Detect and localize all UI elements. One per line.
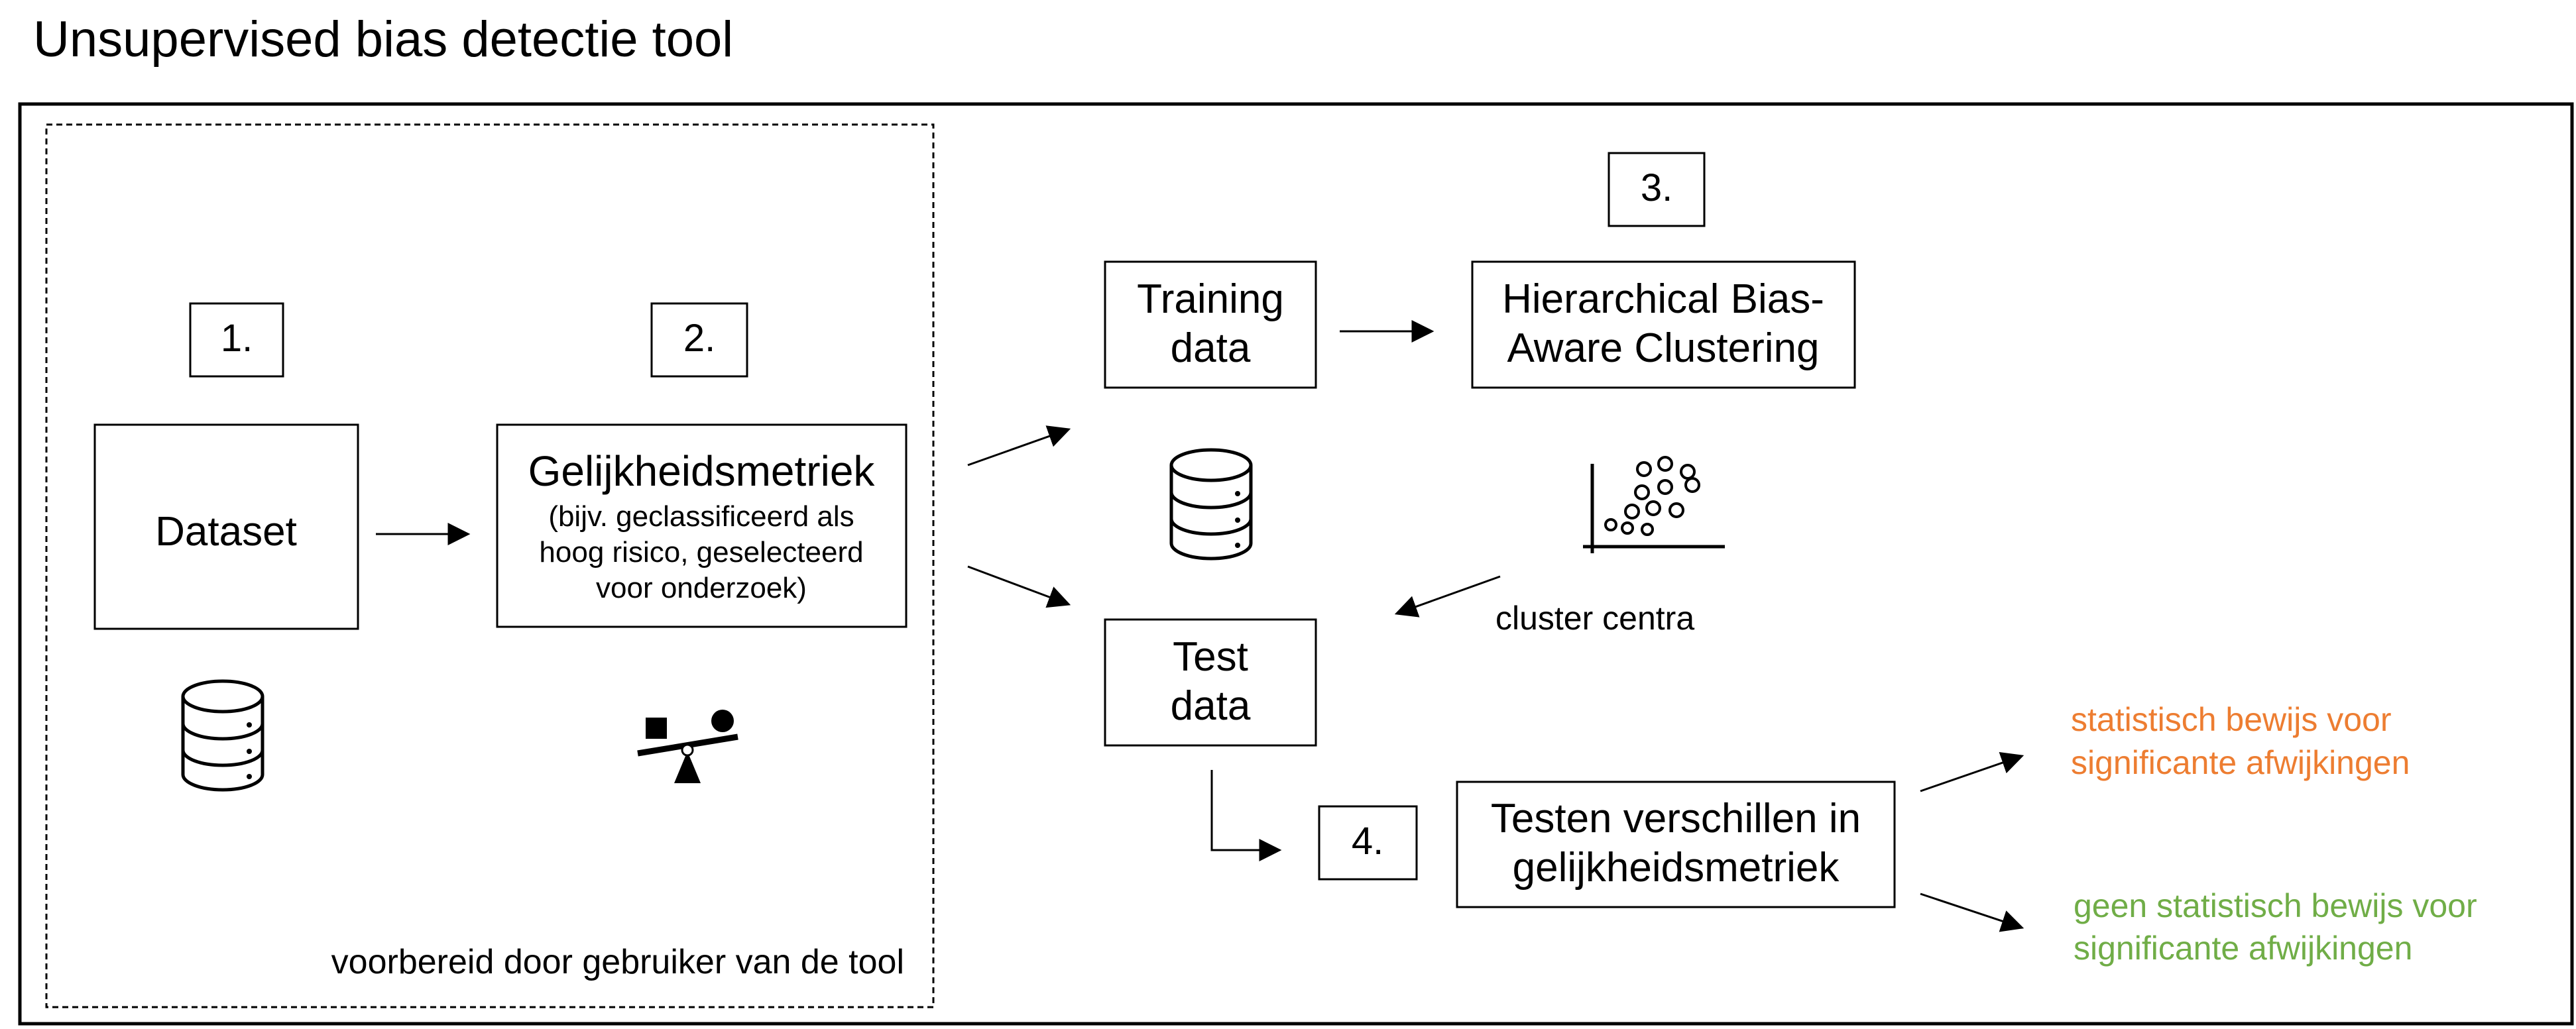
outcome-significant-line-1: statistisch bewijs voor [2071,701,2392,738]
testing-label-line-1: Testen verschillen in [1491,796,1861,841]
balance-scale-icon [637,710,738,783]
prepared-by-label: voorbereid door gebruiker van de tool [331,943,904,981]
preparation-region [45,123,935,1008]
arrow-cluster-centra-to-test [1394,575,1501,618]
step-1-label: 1. [221,317,253,360]
clustering-label-line-1: Hierarchical Bias- [1502,276,1824,322]
metric-title: Gelijkheidsmetriek [528,447,876,495]
metric-desc-line-1: (bijv. geclassificeerd als [548,500,854,533]
clustering-box: Hierarchical Bias- Aware Clustering [1471,260,1856,389]
outcome-not-significant-line-1: geen statistisch bewijs voor [2074,887,2477,924]
testing-label-line-2: gelijkheidsmetriek [1513,845,1840,891]
arrow-test-to-step4 [1210,770,1282,861]
database-icon [1169,448,1253,561]
step-3-label: 3. [1641,166,1672,209]
dataset-box: Dataset [93,423,359,630]
step-3-badge: 3. [1608,152,1706,227]
outcome-not-significant-line-2: significante afwijkingen [2074,930,2412,967]
step-1-badge: 1. [189,302,284,378]
cluster-centra-label: cluster centra [1495,600,1694,637]
scatter-cluster-icon [1583,456,1725,553]
clustering-label-line-2: Aware Clustering [1507,325,1820,371]
test-label-line-2: data [1171,683,1251,729]
test-data-box: Test data [1104,618,1317,747]
test-label-line-1: Test [1173,634,1248,680]
metric-desc-line-2: hoog risico, geselecteerd [539,536,863,569]
database-icon [181,679,264,792]
arrow-to-outcome-significant [1920,751,2024,792]
page-title: Unsupervised bias detectie tool [33,11,733,68]
metric-desc-line-3: voor onderzoek) [596,572,807,604]
testing-box: Testen verschillen in gelijkheidsmetriek [1456,781,1896,908]
dataset-label: Dataset [155,509,297,555]
training-label-line-1: Training [1137,276,1284,322]
metric-box: Gelijkheidsmetriek (bijv. geclassificeer… [496,423,907,628]
outer-frame [18,102,2574,1026]
arrow-to-test [967,565,1071,608]
arrow-to-training [967,425,1071,466]
step-4-badge: 4. [1318,805,1418,881]
step-2-label: 2. [683,317,715,360]
step-2-badge: 2. [650,302,748,378]
step-4-label: 4. [1352,820,1383,863]
outcome-significant-line-2: significante afwijkingen [2071,744,2410,781]
training-data-box: Training data [1104,260,1317,389]
training-label-line-2: data [1171,325,1251,371]
arrow-to-outcome-not-significant [1920,893,2024,932]
